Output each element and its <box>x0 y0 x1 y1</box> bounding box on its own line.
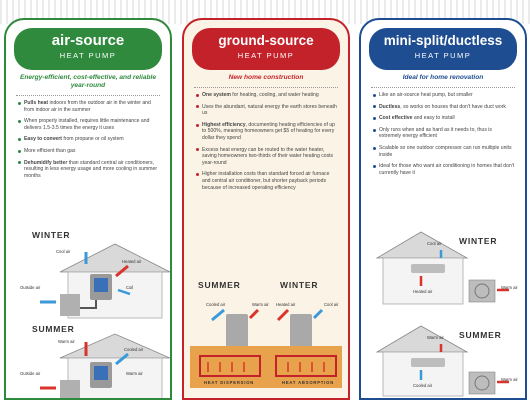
bullet-item: When properly installed, requires little… <box>18 118 160 131</box>
ground-units-illustration <box>211 308 324 350</box>
divider <box>371 87 515 88</box>
air-source-title: air-source <box>51 32 125 49</box>
ground-source-title: ground-source <box>218 33 314 48</box>
label-warm-air: Warm air <box>501 285 518 290</box>
ground-source-subtitle: HEAT PUMP <box>237 51 295 60</box>
mini-split-subtitle: HEAT PUMP <box>414 51 472 60</box>
bullet-item: One system for heating, cooling, and wat… <box>196 92 338 99</box>
mini-split-title: mini-split/ductless <box>383 33 503 48</box>
label-cool-air: Cool air <box>427 241 442 246</box>
label-warm-air: Warm air <box>501 377 518 382</box>
label-outside-air: Outside air <box>20 285 41 290</box>
air-source-bullets: Pulls heat indoors from the outdoor air … <box>18 100 160 179</box>
label-coil: Coil <box>126 285 134 290</box>
bullet-item: Like an air-source heat pump, but smalle… <box>373 92 515 99</box>
label-cool-air: Cool air <box>324 302 339 307</box>
summer-heading: SUMMER <box>32 324 75 334</box>
bullet-item: More efficient than gas <box>18 148 160 155</box>
air-source-header: air-source HEAT PUMP <box>14 28 162 70</box>
air-source-subtitle: HEAT PUMP <box>59 51 117 60</box>
bullet-item: Only runs when and as hard as it needs t… <box>373 127 515 140</box>
label-cool-air: Cool air <box>56 249 71 254</box>
winter-heading: WINTER <box>280 280 319 290</box>
label-outside-air: Outside air <box>20 371 41 376</box>
ground-source-bullets: One system for heating, cooling, and wat… <box>196 92 338 191</box>
air-source-panel: air-source HEAT PUMP Energy-efficient, c… <box>4 18 172 400</box>
label-cooled-air: Cooled air <box>124 347 144 352</box>
bullet-item: Ideal for those who want air conditionin… <box>373 163 515 176</box>
bullet-item: Pulls heat indoors from the outdoor air … <box>18 100 160 113</box>
house-summer-illustration <box>40 333 170 398</box>
bullet-item: Excess heat energy can be routed to the … <box>196 147 338 167</box>
house-winter-illustration <box>40 243 170 319</box>
mini-split-tagline: Ideal for home renovation <box>402 74 484 81</box>
bullet-item: Higher installation costs than standard … <box>196 171 338 191</box>
divider <box>194 87 338 88</box>
label-warm-air: Warm air <box>58 339 75 344</box>
label-heated-air: Heated air <box>276 302 296 307</box>
summer-heading: SUMMER <box>459 330 502 340</box>
winter-heading: WINTER <box>32 230 71 240</box>
air-source-tagline: Energy-efficient, cost-effective, and re… <box>19 74 157 89</box>
bullet-item: Uses the abundant, natural energy the ea… <box>196 104 338 117</box>
summer-heading: SUMMER <box>198 280 241 290</box>
mini-split-bullets: Like an air-source heat pump, but smalle… <box>373 92 515 176</box>
label-heated-air: Heated air <box>122 259 142 264</box>
bullet-item: Highest efficiency, documenting heating … <box>196 122 338 142</box>
winter-heading: WINTER <box>459 236 498 246</box>
mini-split-panel: mini-split/ductless HEAT PUMP Ideal for … <box>359 18 527 400</box>
ground-loops-icon <box>199 355 337 377</box>
ground-layer <box>190 346 342 388</box>
bullet-item: Cost effective and easy to install <box>373 115 515 122</box>
label-heated-air: Heated air <box>413 289 433 294</box>
bullet-item: Easy to convert from propane or oil syst… <box>18 136 160 143</box>
heat-dispersion-label: HEAT DISPERSION <box>204 380 255 385</box>
bullet-item: Ductless, so works on houses that don't … <box>373 104 515 111</box>
label-cooled-air: Cooled air <box>206 302 226 307</box>
label-warm-air: Warm air <box>126 371 143 376</box>
mini-split-winter-illustration <box>375 231 509 305</box>
label-warm-air: Warm air <box>252 302 269 307</box>
label-cooled-air: Cooled air <box>413 383 433 388</box>
ground-source-panel: ground-source HEAT PUMP New home constru… <box>182 18 350 400</box>
ground-source-header: ground-source HEAT PUMP <box>192 28 340 70</box>
ground-source-tagline: New home construction <box>228 74 304 81</box>
heat-absorption-label: HEAT ABSORPTION <box>282 380 335 385</box>
divider <box>16 95 160 96</box>
bullet-item: Scalable so one outdoor compressor can r… <box>373 145 515 158</box>
label-warm-air: Warm air <box>427 335 444 340</box>
mini-split-header: mini-split/ductless HEAT PUMP <box>369 28 517 70</box>
bullet-item: Dehumidify better than standard central … <box>18 160 160 180</box>
mini-split-summer-illustration <box>375 325 509 397</box>
